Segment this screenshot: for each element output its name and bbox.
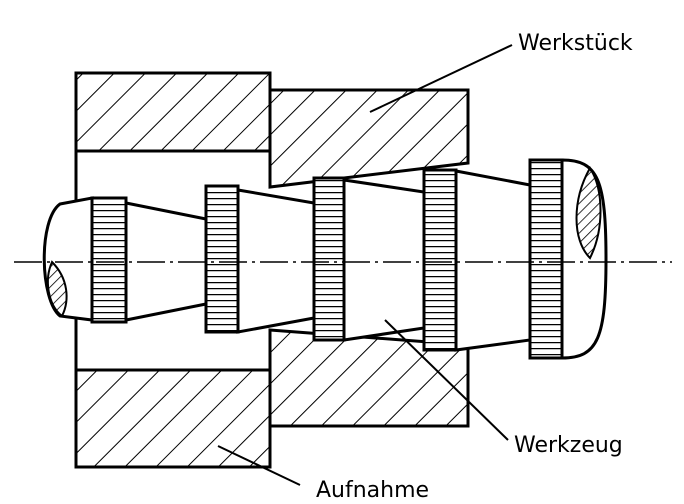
teeth-row (90, 196, 128, 324)
label-fixture: Aufnahme (316, 478, 429, 503)
workpiece-upper (268, 88, 470, 189)
leader-tool (384, 319, 509, 441)
shank-section (46, 260, 68, 318)
tool (42, 158, 608, 360)
fixture-upper (74, 71, 272, 153)
teeth-row (422, 168, 458, 352)
leader-workpiece (369, 44, 513, 113)
end-section (575, 166, 602, 260)
teeth-row (528, 158, 564, 360)
teeth-row (312, 176, 346, 342)
fixture (74, 71, 272, 469)
leader-fixture (217, 445, 301, 486)
teeth-row (204, 184, 240, 334)
fixture-lower (74, 368, 272, 469)
label-workpiece: Werkstück (518, 31, 633, 56)
label-tool: Werkzeug (514, 433, 623, 458)
